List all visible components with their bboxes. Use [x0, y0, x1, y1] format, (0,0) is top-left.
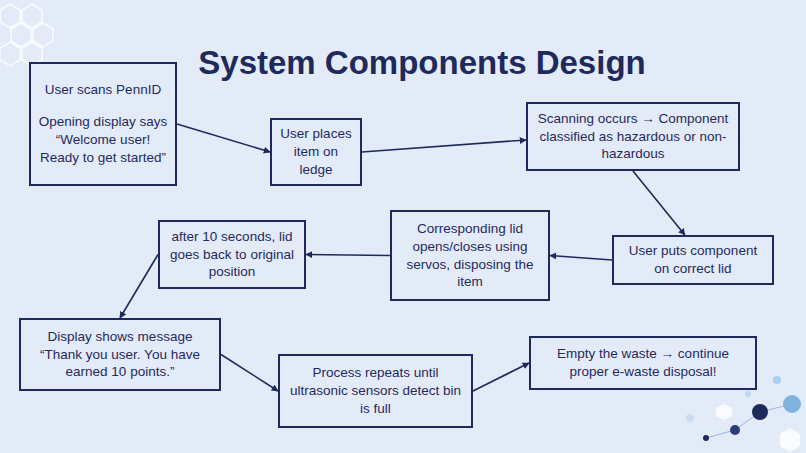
process-box: Process repeats until ultrasonic sensors…: [278, 354, 473, 428]
process-box: Scanning occurs → Component classified a…: [526, 102, 740, 171]
flow-arrow: [362, 140, 526, 152]
process-box: User scans PennID Opening display says “W…: [29, 62, 177, 186]
hexagon-pattern: [0, 4, 53, 66]
flow-arrow: [633, 171, 685, 235]
flow-arrow: [221, 355, 278, 392]
box-text: Empty the waste → continue proper e-wast…: [538, 345, 748, 381]
box-text: Scanning occurs → Component classified a…: [535, 110, 731, 163]
process-box: Corresponding lid opens/closes using ser…: [390, 210, 550, 301]
flow-arrow: [177, 124, 270, 152]
box-text: after 10 seconds, lid goes back to origi…: [167, 228, 297, 281]
flow-arrow: [306, 255, 390, 256]
box-text: User puts component on correct lid: [621, 242, 765, 278]
process-box: Display shows message “Thank you user. Y…: [19, 318, 221, 391]
box-body: Opening display says “Welcome user! Read…: [38, 113, 168, 166]
process-box: User puts component on correct lid: [612, 235, 774, 285]
flow-arrow: [473, 363, 529, 391]
box-text: Display shows message “Thank you user. Y…: [28, 328, 212, 381]
process-box: User places item on ledge: [270, 118, 362, 186]
box-text: Corresponding lid opens/closes using ser…: [399, 220, 541, 291]
process-box: Empty the waste → continue proper e-wast…: [529, 336, 757, 390]
box-text: User scans PennID: [45, 81, 161, 99]
box-text: Process repeats until ultrasonic sensors…: [287, 364, 464, 417]
flow-arrow: [120, 255, 158, 319]
process-box: after 10 seconds, lid goes back to origi…: [158, 220, 306, 289]
flow-arrow: [550, 256, 612, 261]
box-text: User places item on ledge: [279, 125, 353, 178]
